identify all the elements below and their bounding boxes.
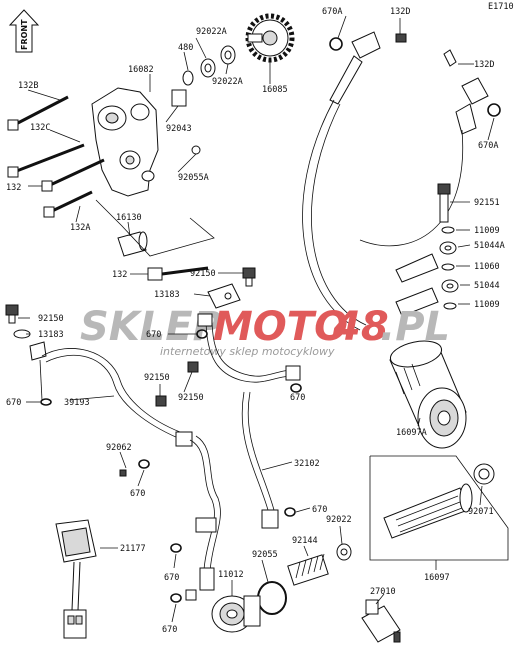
spring (287, 553, 329, 586)
label-132B: 132B (18, 81, 38, 91)
page-code: E1710 (488, 2, 514, 12)
front-label: FRONT (20, 19, 29, 50)
label-92062: 92062 (106, 443, 132, 453)
watermark-part3: 48 (332, 304, 389, 350)
oil-pipe-32102 (187, 313, 302, 529)
label-670-e: 670 (312, 505, 327, 515)
oil-strainer (383, 463, 495, 539)
bolt-132-lower (147, 266, 209, 281)
label-11012: 11012 (218, 570, 244, 580)
label-670-f: 670 (164, 573, 179, 583)
oil-line-upper (302, 31, 501, 331)
label-16097A: 16097A (396, 428, 427, 438)
label-670-d: 670 (130, 489, 145, 499)
label-13183-upper: 13183 (154, 290, 180, 300)
label-92144: 92144 (292, 536, 318, 546)
left-plug-bolt (5, 304, 47, 361)
label-670A-top: 670A (322, 7, 342, 17)
watermark-part2: MOTO (213, 304, 348, 350)
label-92022: 92022 (326, 515, 352, 525)
label-11009-a: 11009 (474, 226, 500, 236)
label-670-a: 670 (146, 330, 161, 340)
oil-pressure-switch (361, 599, 401, 643)
label-92022A-lower: 92022A (212, 77, 243, 87)
oil-pump-gear (245, 13, 295, 63)
label-132-lower: 132 (112, 270, 127, 280)
plug-bolt-upper (207, 267, 256, 309)
label-92022A-upper: 92022A (196, 27, 227, 37)
label-92043: 92043 (166, 124, 192, 134)
label-670-b: 670 (290, 393, 305, 403)
leader-box (95, 199, 215, 257)
label-132D-top: 132D (390, 7, 410, 17)
label-11060: 11060 (474, 262, 500, 272)
label-670A-right: 670A (478, 141, 498, 151)
label-16085: 16085 (262, 85, 288, 95)
label-480: 480 (178, 43, 193, 53)
label-92150-upper: 92150 (190, 269, 216, 279)
oil-level-sensor (55, 519, 97, 639)
watermark-tagline: internetowy sklep motocyklowy (160, 345, 335, 358)
label-16130: 16130 (116, 213, 142, 223)
label-51044: 51044 (474, 281, 500, 291)
part-labels: 670A 132D 132D 670A 92022A 480 92022A 16… (6, 7, 505, 635)
front-arrow-icon: FRONT (8, 9, 40, 53)
label-132D-right: 132D (474, 60, 494, 70)
oil-pipe-39193 (39, 348, 193, 477)
label-132-upper: 132 (6, 183, 21, 193)
pump-bolts (7, 95, 105, 218)
watermark-part1: SKLEP (80, 304, 222, 350)
oil-filter-16097A (389, 340, 467, 449)
oil-pipe-lower-left (170, 435, 221, 603)
leader-lines (18, 15, 495, 623)
label-92151: 92151 (474, 198, 500, 208)
filter-cap (211, 595, 261, 633)
oil-pump-body (91, 87, 159, 197)
label-92071: 92071 (468, 507, 494, 517)
banjo-bolt-stack (395, 183, 459, 317)
label-13183-left: 13183 (38, 330, 64, 340)
label-39193: 39193 (64, 398, 90, 408)
pump-dowel-pin (117, 231, 148, 257)
label-670-g: 670 (162, 625, 177, 635)
label-27010: 27010 (370, 587, 396, 597)
label-21177: 21177 (120, 544, 146, 554)
relief-components (211, 543, 352, 633)
watermark: SKLEP MOTO 48 .PL internetowy sklep moto… (80, 304, 450, 358)
label-92150-left: 92150 (38, 314, 64, 324)
label-32102: 32102 (294, 459, 320, 469)
label-92055: 92055 (252, 550, 278, 560)
label-16082: 16082 (128, 65, 154, 75)
label-92055A: 92055A (178, 173, 209, 183)
label-132C: 132C (30, 123, 50, 133)
label-92150-mid2: 92150 (178, 393, 204, 403)
label-11009-b: 11009 (474, 300, 500, 310)
pump-washers (171, 45, 236, 155)
label-132A: 132A (70, 223, 90, 233)
label-92150-mid: 92150 (144, 373, 170, 383)
label-16097: 16097 (424, 573, 450, 583)
label-670-c: 670 (6, 398, 21, 408)
strainer-group-box (369, 455, 509, 561)
label-51044A: 51044A (474, 241, 505, 251)
